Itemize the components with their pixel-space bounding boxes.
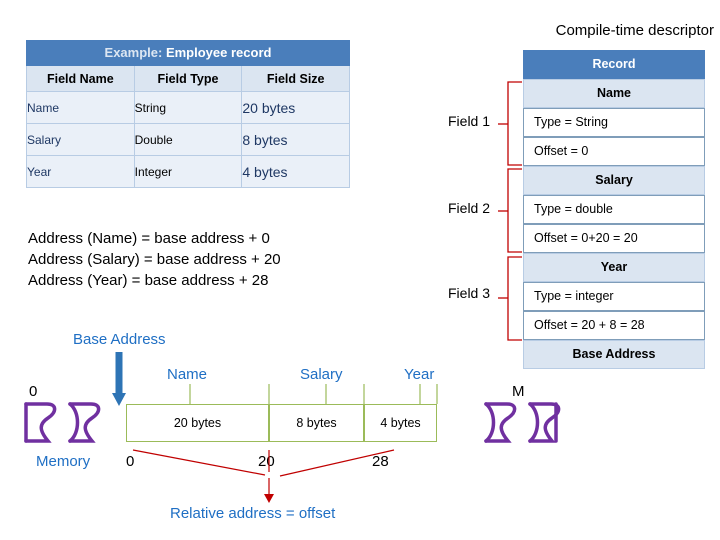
memory-field-label-name: Name <box>167 366 208 383</box>
descriptor-row-year: Year <box>523 253 705 282</box>
field-2-label: Field 2 <box>448 200 491 216</box>
field-2-bracket <box>498 168 522 253</box>
cell-field-size: 20 bytes <box>241 91 350 124</box>
descriptor-row-offset-1: Offset = 0 <box>523 137 705 166</box>
memory-field-label-year: Year <box>404 366 435 383</box>
descriptor-row-offset-2: Offset = 0+20 = 20 <box>523 224 705 253</box>
cell-field-name: Name <box>26 91 135 124</box>
offset-label-20: 20 <box>258 453 275 470</box>
address-line-salary: Address (Salary) = base address + 20 <box>28 251 281 268</box>
cell-field-name: Salary <box>26 123 135 156</box>
table-title-prefix: Example: <box>104 45 163 60</box>
table-title-main: Employee record <box>162 45 272 60</box>
memory-right-break <box>484 402 561 443</box>
memory-cell-name: 20 bytes <box>126 404 269 442</box>
field-1-bracket <box>498 81 522 166</box>
cell-field-type: Double <box>133 123 243 156</box>
column-header-field-name: Field Name <box>26 65 135 92</box>
base-address-arrow <box>112 352 126 406</box>
offset-label-0: 0 <box>126 453 135 470</box>
memory-label: Memory <box>36 453 91 470</box>
descriptor-head: Record <box>523 50 705 79</box>
cell-field-type: Integer <box>133 155 243 188</box>
descriptor-row-base-address: Base Address <box>523 340 705 369</box>
memory-left-break <box>24 402 101 443</box>
column-header-field-type: Field Type <box>133 65 243 92</box>
descriptor-row-type-2: Type = double <box>523 195 705 224</box>
descriptor-title: Compile-time descriptor <box>555 22 714 39</box>
descriptor-row-name: Name <box>523 79 705 108</box>
offset-label-28: 28 <box>372 453 389 470</box>
memory-field-leaders <box>189 384 438 404</box>
descriptor-row-type-1: Type = String <box>523 108 705 137</box>
memory-cell-year: 4 bytes <box>364 404 437 442</box>
table-row: Year Integer 4 bytes <box>26 155 350 188</box>
memory-start-marker: 0 <box>29 383 38 400</box>
cell-field-size: 4 bytes <box>241 155 350 188</box>
memory-end-marker: M <box>512 383 525 400</box>
base-address-label: Base Address <box>73 331 166 348</box>
cell-field-name: Year <box>26 155 135 188</box>
field-3-label: Field 3 <box>448 285 491 301</box>
cell-field-size: 8 bytes <box>241 123 350 156</box>
cell-field-type: String <box>133 91 243 124</box>
table-header-row: Field Name Field Type Field Size <box>26 65 350 92</box>
memory-field-label-salary: Salary <box>300 366 343 383</box>
table-row: Name String 20 bytes <box>26 91 350 124</box>
descriptor-row-offset-3: Offset = 20 + 8 = 28 <box>523 311 705 340</box>
memory-cell-salary: 8 bytes <box>269 404 364 442</box>
descriptor-row-salary: Salary <box>523 166 705 195</box>
field-3-bracket <box>498 256 522 341</box>
address-formula-block: Address (Name) = base address + 0 Addres… <box>28 228 281 291</box>
column-header-field-size: Field Size <box>241 65 350 92</box>
table-title-row: Example: Employee record <box>26 40 350 66</box>
table-row: Salary Double 8 bytes <box>26 123 350 156</box>
employee-record-table: Example: Employee record Field Name Fiel… <box>26 40 350 188</box>
address-line-year: Address (Year) = base address + 28 <box>28 272 269 289</box>
compile-time-descriptor: Record Name Type = String Offset = 0 Sal… <box>523 50 705 369</box>
descriptor-row-type-3: Type = integer <box>523 282 705 311</box>
field-1-label: Field 1 <box>448 113 491 129</box>
relative-address-caption: Relative address = offset <box>170 505 336 522</box>
address-line-name: Address (Name) = base address + 0 <box>28 230 270 247</box>
table-title: Example: Employee record <box>26 40 350 66</box>
